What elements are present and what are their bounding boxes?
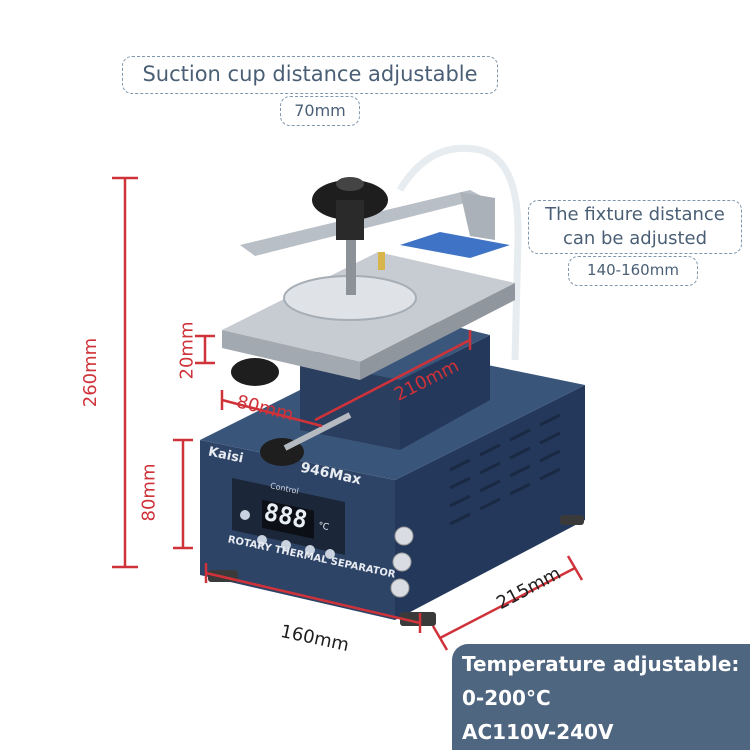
dim-total-height: 260mm [80, 337, 102, 408]
spec-temperature-range: 0-200°C [462, 686, 551, 710]
panel-button[interactable] [240, 510, 250, 520]
suction-distance-value: 70mm [280, 96, 360, 126]
heating-switch[interactable] [394, 526, 414, 546]
display-unit: °C [317, 520, 330, 534]
spec-panel: Temperature adjustable: 0-200°C AC110V-2… [452, 644, 750, 750]
fixture-distance-callout: The fixture distance can be adjusted [528, 200, 742, 254]
fixture-range-value: 140-160mm [568, 256, 698, 286]
lower-suction-switch[interactable] [390, 578, 410, 598]
upper-suction-switch[interactable] [392, 552, 412, 572]
spec-voltage: AC110V-240V [462, 720, 614, 744]
suction-distance-callout: Suction cup distance adjustable [122, 56, 498, 94]
suction-title: Suction cup distance adjustable [142, 62, 478, 86]
dimension-lines [112, 176, 472, 569]
panel-button[interactable] [325, 549, 335, 559]
dim-lift-height: 20mm [176, 321, 198, 380]
panel-button[interactable] [281, 540, 291, 550]
spec-temperature-label: Temperature adjustable: [462, 652, 740, 676]
fixture-line2: can be adjusted [562, 228, 708, 249]
dim-base-height: 80mm [138, 463, 160, 522]
panel-button[interactable] [257, 535, 267, 545]
panel-button[interactable] [305, 545, 315, 555]
left-knob[interactable] [231, 358, 279, 386]
fixture-line1: The fixture distance [545, 204, 725, 225]
